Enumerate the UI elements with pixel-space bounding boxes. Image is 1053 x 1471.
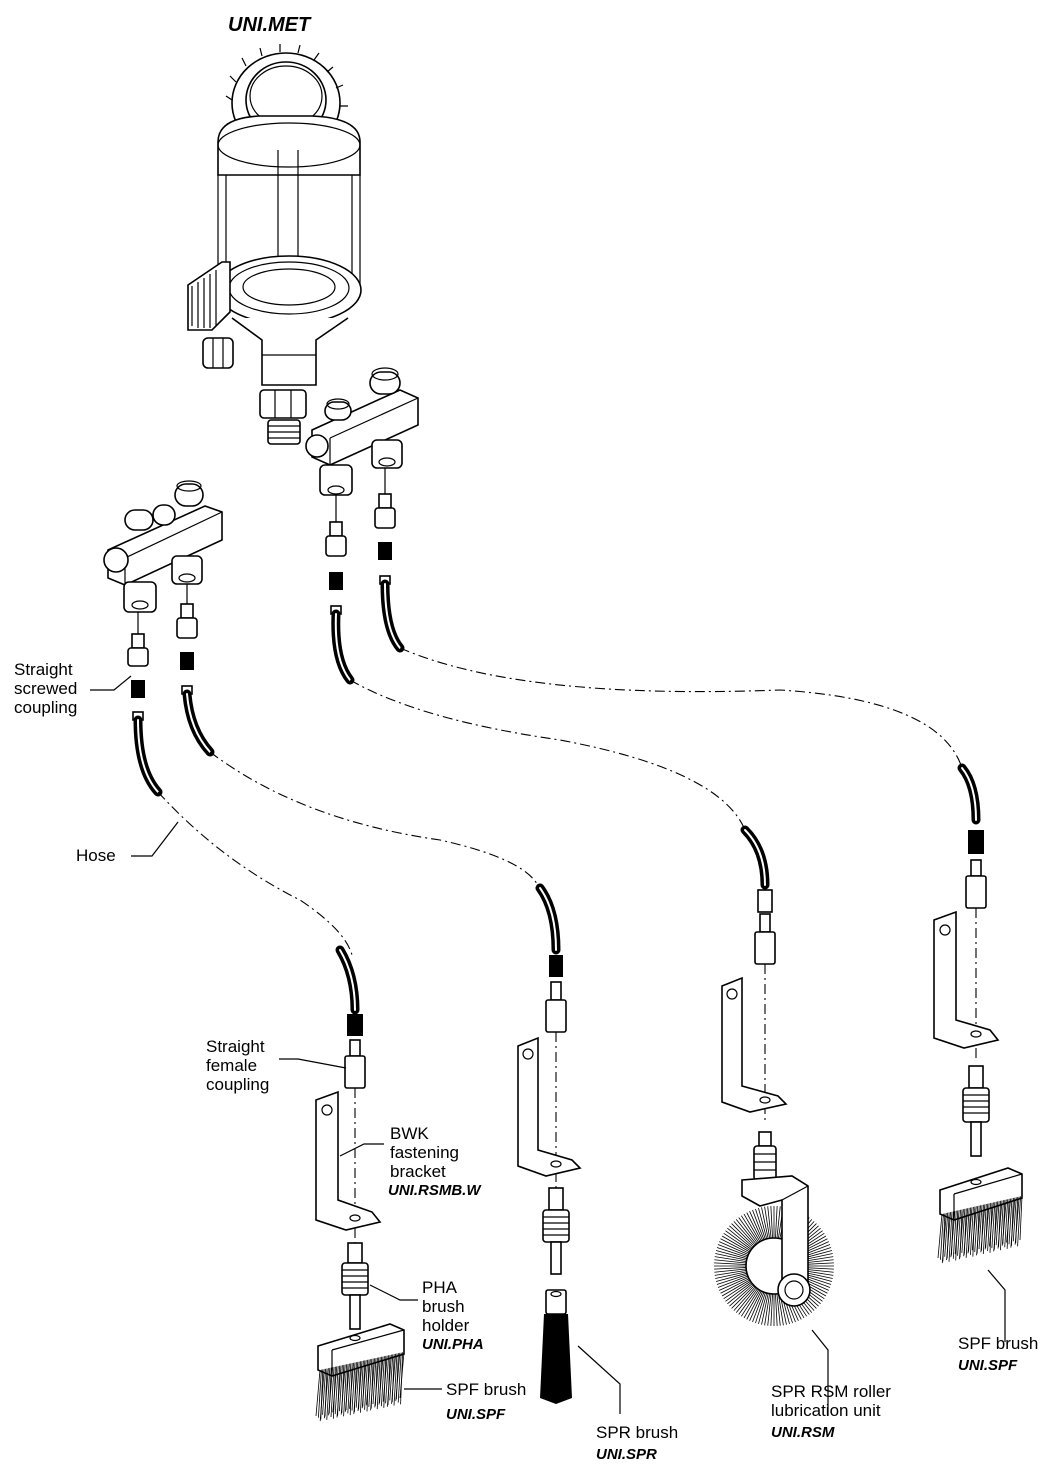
code-spr: UNI.SPR <box>596 1446 657 1463</box>
label-pha-brush-holder: PHA brush holder <box>422 1278 470 1335</box>
upper-manifold <box>305 367 419 496</box>
assembly-spr <box>517 955 582 1404</box>
code-spf-left: UNI.SPF <box>446 1406 506 1423</box>
label-bwk-fastening-bracket: BWK fastening bracket <box>390 1124 459 1181</box>
label-straight-female-coupling: Straight female coupling <box>206 1037 270 1094</box>
code-spf-right: UNI.SPF <box>958 1357 1018 1374</box>
label-hose: Hose <box>76 846 116 865</box>
left-manifold <box>103 480 223 613</box>
label-spf-brush-left: SPF brush <box>446 1380 527 1399</box>
leader-lines <box>90 675 1006 1416</box>
code-rsm: UNI.RSM <box>771 1424 835 1441</box>
assembly-spf-left <box>315 1014 405 1422</box>
label-straight-screwed-coupling: Straight screwed coupling <box>14 660 78 717</box>
label-spr-rsm-roller: SPR RSM roller lubrication unit <box>771 1382 891 1420</box>
assembly-spf-right <box>933 830 1023 1264</box>
label-spf-brush-right: SPF brush <box>958 1334 1039 1353</box>
hoses <box>133 579 981 1015</box>
diagram-title: UNI.MET <box>228 14 311 36</box>
code-bwk: UNI.RSMB.W <box>388 1182 481 1199</box>
oil-reservoir <box>187 44 362 445</box>
code-pha: UNI.PHA <box>422 1336 484 1353</box>
label-spr-brush: SPR brush <box>596 1423 679 1442</box>
assembly-rsm <box>714 889 834 1326</box>
